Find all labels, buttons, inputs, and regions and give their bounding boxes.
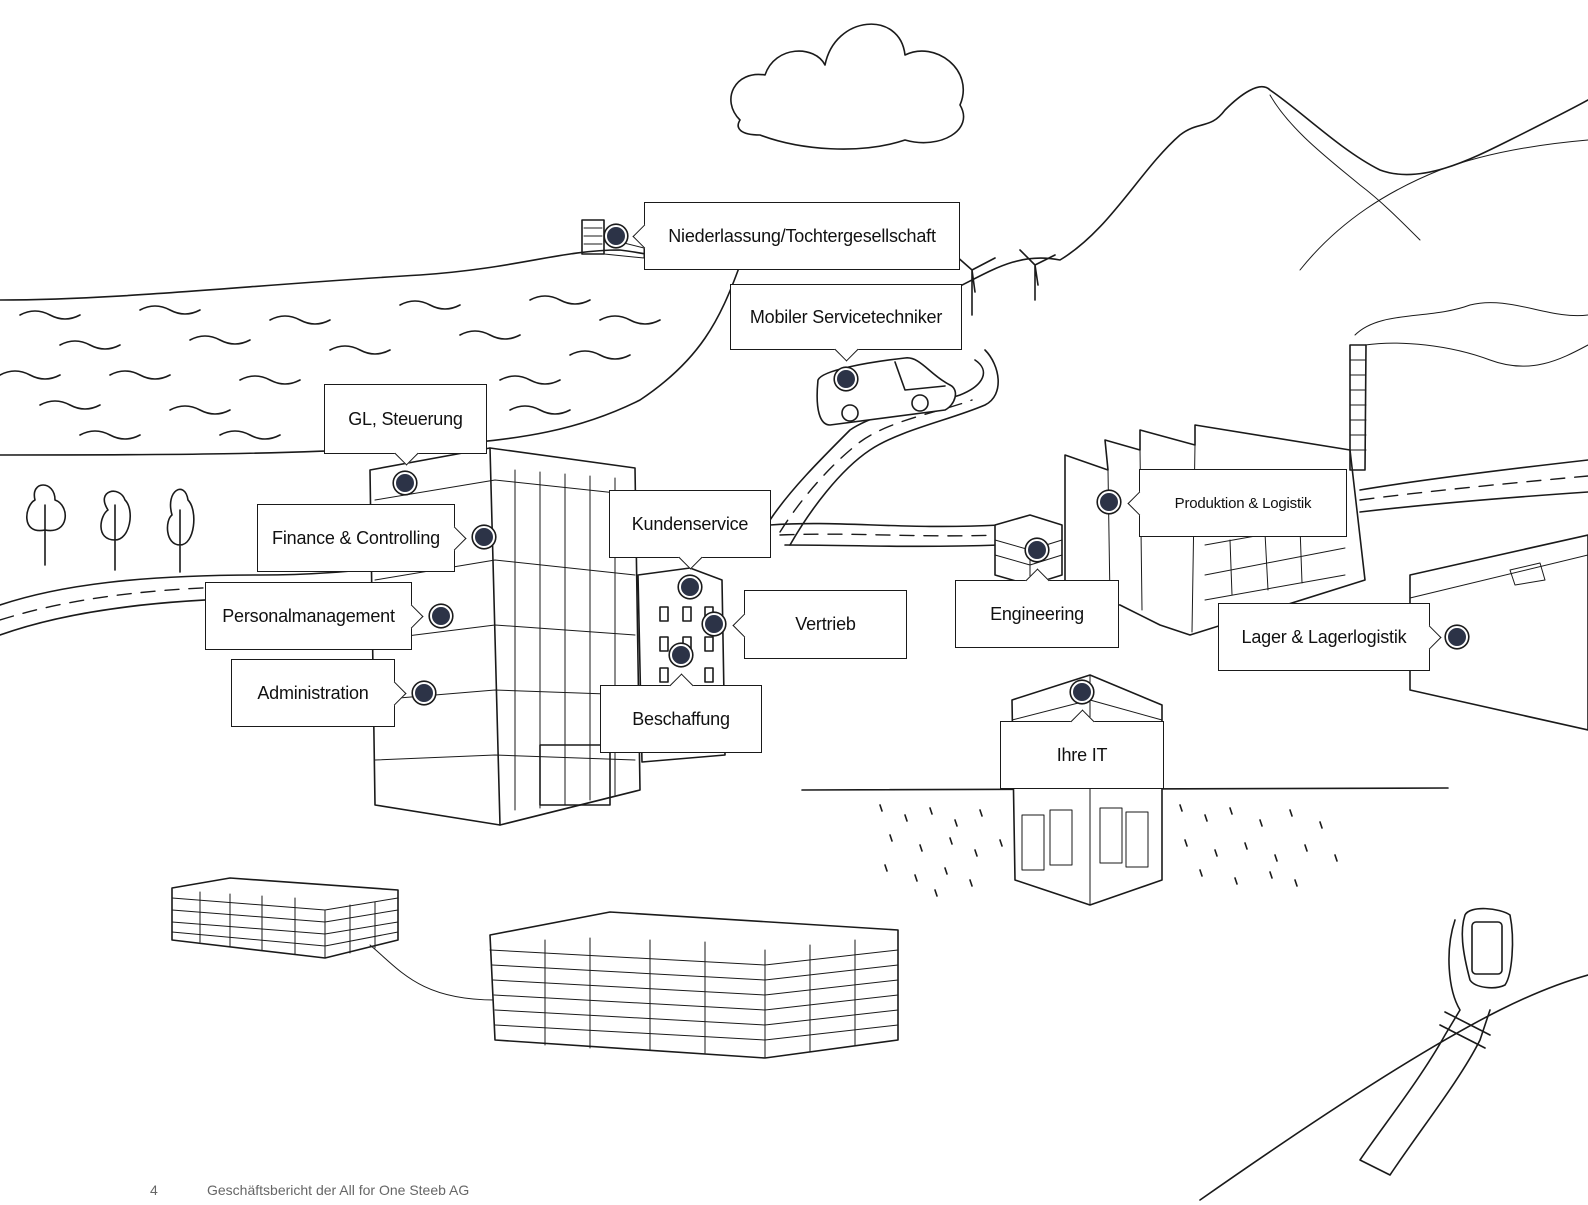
page-number: 4 (150, 1182, 158, 1198)
label-administration[interactable]: Administration (231, 659, 395, 727)
label-finance[interactable]: Finance & Controlling (257, 504, 455, 572)
label-beschaffung-text: Beschaffung (630, 708, 732, 730)
pin-lager[interactable] (1446, 626, 1468, 648)
pin-finance[interactable] (473, 526, 495, 548)
label-ihre-it-text: Ihre IT (1054, 744, 1110, 766)
label-mobiler-service-text: Mobiler Servicetechniker (747, 306, 945, 328)
label-engineering-text: Engineering (988, 603, 1086, 625)
label-ihre-it[interactable]: Ihre IT (1000, 721, 1164, 789)
hand-with-phone (1199, 907, 1588, 1201)
label-finance-text: Finance & Controlling (270, 527, 442, 549)
label-lager[interactable]: Lager & Lagerlogistik (1218, 603, 1430, 671)
label-administration-text: Administration (255, 682, 371, 704)
it-datacenter (1011, 674, 1163, 906)
mountain-outline (929, 86, 1588, 301)
service-van (816, 357, 957, 426)
trees (26, 484, 195, 573)
pin-mobiler-service[interactable] (835, 368, 857, 390)
label-niederlassung[interactable]: Niederlassung/Tochtergesellschaft (644, 202, 960, 270)
bottom-buildings (171, 877, 899, 1059)
pin-kundenservice[interactable] (679, 576, 701, 598)
label-lager-text: Lager & Lagerlogistik (1239, 626, 1409, 648)
label-vertrieb[interactable]: Vertrieb (744, 590, 907, 659)
pin-produktion[interactable] (1098, 491, 1120, 513)
label-kundenservice-text: Kundenservice (629, 513, 751, 535)
cloud (730, 23, 965, 150)
pin-ihre-it[interactable] (1071, 681, 1093, 703)
pin-niederlassung[interactable] (605, 225, 627, 247)
subsidiary-building (581, 219, 605, 255)
label-niederlassung-text: Niederlassung/Tochtergesellschaft (666, 225, 938, 247)
label-vertrieb-text: Vertrieb (793, 614, 858, 635)
label-gl-steuerung-text: GL, Steuerung (346, 408, 465, 430)
label-gl-steuerung[interactable]: GL, Steuerung (324, 384, 487, 454)
label-engineering[interactable]: Engineering (955, 580, 1119, 648)
pin-vertrieb[interactable] (703, 613, 725, 635)
report-title: Geschäftsbericht der All for One Steeb A… (207, 1182, 470, 1198)
label-mobiler-service[interactable]: Mobiler Servicetechniker (730, 284, 962, 350)
label-kundenservice[interactable]: Kundenservice (609, 490, 771, 558)
pin-personal[interactable] (430, 605, 452, 627)
label-personal-text: Personalmanagement (220, 605, 397, 627)
label-beschaffung[interactable]: Beschaffung (600, 685, 762, 753)
pin-beschaffung[interactable] (670, 644, 692, 666)
pin-gl-steuerung[interactable] (394, 472, 416, 494)
pin-engineering[interactable] (1026, 539, 1048, 561)
label-produktion[interactable]: Produktion & Logistik (1139, 469, 1347, 537)
label-personal[interactable]: Personalmanagement (205, 582, 412, 650)
pin-administration[interactable] (413, 682, 435, 704)
label-produktion-text: Produktion & Logistik (1172, 494, 1314, 512)
wind-turbines (954, 249, 1056, 316)
